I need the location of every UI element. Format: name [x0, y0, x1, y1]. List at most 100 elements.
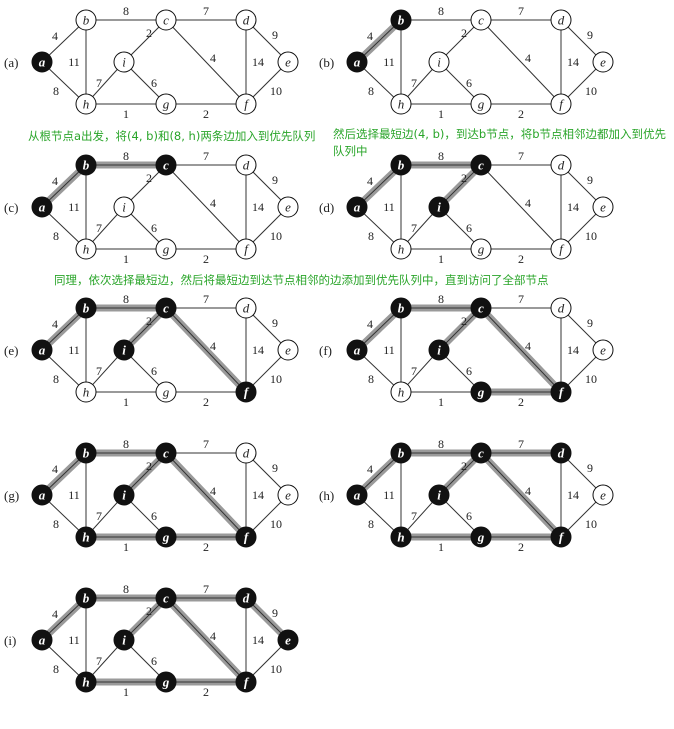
edge-weight-c-d: 7 [203, 4, 209, 18]
node-f [235, 381, 257, 403]
edge-weight-d-e: 9 [272, 173, 278, 187]
node-g [470, 381, 492, 403]
edge-c-f [165, 307, 247, 393]
node-label-a: a [39, 343, 46, 358]
node-f [235, 238, 257, 260]
edge-weight-d-f: 14 [567, 343, 579, 357]
node-label-d: d [243, 301, 250, 316]
edge-weight-c-d: 7 [203, 582, 209, 596]
node-label-a: a [354, 200, 361, 215]
node-i [428, 484, 450, 506]
panel-label: (d) [319, 200, 334, 215]
node-label-f: f [559, 97, 565, 112]
node-label-b: b [398, 446, 405, 461]
edge-c-f [480, 19, 562, 105]
node-label-a: a [39, 55, 46, 70]
edge-weight-d-e: 9 [272, 461, 278, 475]
edge-weight-h-i: 7 [96, 221, 102, 235]
node-d [235, 154, 257, 176]
node-g [470, 93, 492, 115]
node-label-b: b [83, 13, 90, 28]
node-label-e: e [285, 200, 291, 215]
node-h [75, 93, 97, 115]
node-label-c: c [478, 446, 484, 461]
edge-weight-b-h: 11 [68, 633, 80, 647]
edge-weight-c-f: 4 [525, 51, 531, 65]
panel-label: (a) [4, 55, 18, 70]
node-label-e: e [600, 55, 606, 70]
node-label-i: i [437, 488, 441, 503]
node-a [31, 339, 53, 361]
node-e [277, 484, 299, 506]
node-label-c: c [478, 13, 484, 28]
node-label-g: g [477, 385, 485, 400]
edge-weight-e-f: 10 [270, 517, 282, 531]
edge-weight-g-h: 1 [123, 685, 129, 699]
edge-weight-f-g: 2 [518, 107, 524, 121]
edge-weight-b-h: 11 [68, 55, 80, 69]
node-label-a: a [39, 488, 46, 503]
edge-weight-a-b: 4 [52, 607, 58, 621]
edge-weight-a-b: 4 [367, 462, 373, 476]
edge-weight-g-h: 1 [438, 252, 444, 266]
node-label-f: f [559, 530, 565, 545]
node-label-c: c [163, 591, 169, 606]
node-label-a: a [39, 633, 46, 648]
node-label-i: i [437, 200, 441, 215]
node-f [550, 238, 572, 260]
edge-weight-d-f: 14 [252, 200, 264, 214]
node-c [470, 154, 492, 176]
edge-weight-d-f: 14 [567, 55, 579, 69]
node-c [470, 9, 492, 31]
edge-weight-b-h: 11 [383, 200, 395, 214]
edge-weight-c-i: 2 [461, 26, 467, 40]
node-label-d: d [558, 446, 565, 461]
edge-weight-a-h: 8 [368, 229, 374, 243]
node-g [155, 381, 177, 403]
edge-weight-c-f: 4 [210, 196, 216, 210]
edge-weight-h-i: 7 [411, 221, 417, 235]
edge-weight-d-f: 14 [567, 200, 579, 214]
edge-weight-c-f: 4 [525, 196, 531, 210]
node-e [592, 196, 614, 218]
edge-weight-a-h: 8 [368, 517, 374, 531]
node-h [390, 526, 412, 548]
node-a [346, 196, 368, 218]
edge-weight-b-c: 8 [438, 437, 444, 451]
edge-weight-f-g: 2 [518, 395, 524, 409]
edge-weight-c-f: 4 [525, 484, 531, 498]
edge-weight-h-i: 7 [96, 654, 102, 668]
edge-weight-c-i: 2 [146, 171, 152, 185]
node-a [31, 51, 53, 73]
node-label-e: e [285, 633, 291, 648]
node-c [155, 297, 177, 319]
edge-weight-a-h: 8 [53, 517, 59, 531]
edge-weight-b-h: 11 [68, 488, 80, 502]
edge-weight-d-e: 9 [587, 173, 593, 187]
edge-weight-b-c: 8 [438, 149, 444, 163]
node-i [428, 339, 450, 361]
node-label-e: e [285, 55, 291, 70]
node-i [113, 51, 135, 73]
node-label-b: b [83, 301, 90, 316]
edge-weight-a-b: 4 [52, 174, 58, 188]
node-label-b: b [83, 446, 90, 461]
node-d [235, 587, 257, 609]
node-label-i: i [122, 633, 126, 648]
edge-weight-b-c: 8 [123, 582, 129, 596]
node-d [235, 9, 257, 31]
edge-weight-b-c: 8 [123, 4, 129, 18]
edge-c-f [480, 307, 562, 393]
node-label-d: d [243, 446, 250, 461]
edge-weight-e-f: 10 [585, 372, 597, 386]
node-label-b: b [83, 591, 90, 606]
edge-weight-a-h: 8 [53, 229, 59, 243]
node-g [155, 526, 177, 548]
edge-weight-g-i: 6 [151, 221, 157, 235]
